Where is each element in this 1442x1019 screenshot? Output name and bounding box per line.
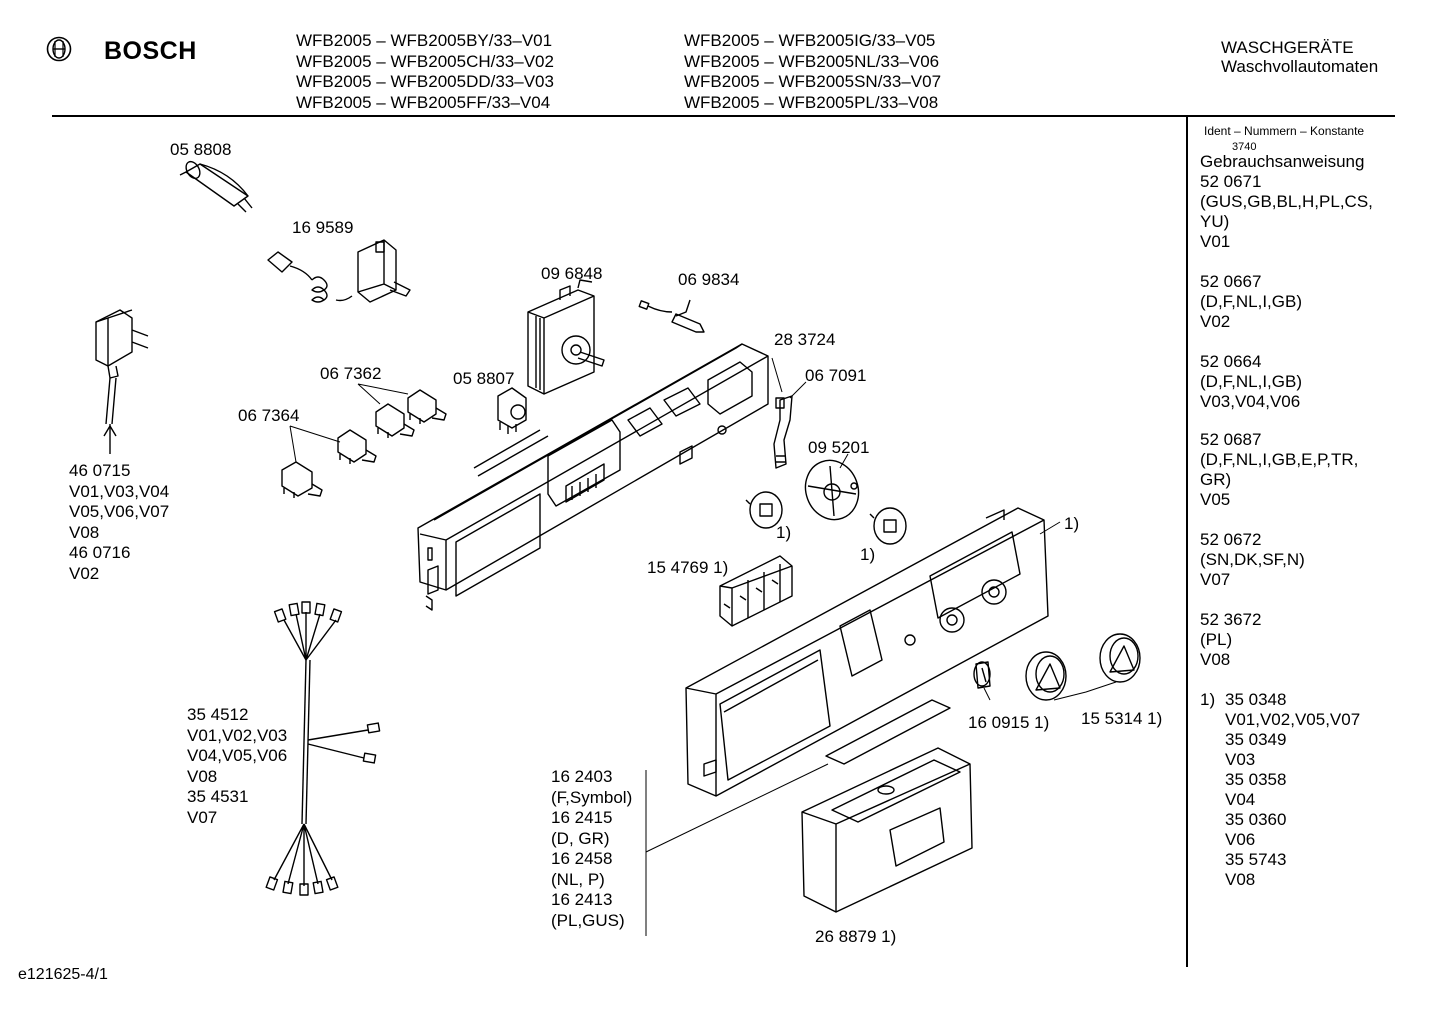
- part-label: 15 5314 1): [1081, 709, 1163, 728]
- model-line: WFB2005 – WFB2005CH/33–V02: [296, 51, 554, 71]
- part-label: 28 3724: [774, 330, 836, 349]
- manual-label: Gebrauchsanweisung: [1200, 152, 1365, 171]
- model-list-right: WFB2005 – WFB2005IG/33–V05 WFB2005 – WFB…: [684, 31, 941, 113]
- sidebar-divider: [1186, 117, 1188, 967]
- program-knob-part: [1025, 651, 1067, 701]
- model-line: WFB2005 – WFB2005FF/33–V04: [296, 92, 551, 112]
- part-label: 05 8808: [170, 140, 232, 159]
- model-list-left: WFB2005 – WFB2005BY/33–V01 WFB2005 – WFB…: [296, 31, 554, 113]
- part-label: 16 2403 (F,Symbol) 16 2415 (D, GR) 16 24…: [551, 767, 633, 930]
- footnote-marker: 1): [1200, 690, 1216, 709]
- model-line: WFB2005 – WFB2005BY/33–V01: [296, 31, 553, 50]
- category-subtitle: Waschvollautomaten: [1221, 57, 1379, 76]
- symbol-strip-part: [825, 699, 951, 765]
- part-label: 06 7091: [805, 366, 867, 385]
- detergent-drawer-part: [801, 747, 973, 913]
- part-label: 35 4512 V01,V02,V03 V04,V05,V06 V08 35 4…: [187, 705, 288, 827]
- capacitor-part: [179, 160, 253, 213]
- footnote-ref: 1): [776, 523, 792, 542]
- program-knob-part: [1099, 633, 1141, 683]
- exploded-diagram: [95, 160, 1141, 936]
- model-line: WFB2005 – WFB2005PL/33–V08: [684, 92, 939, 112]
- switch-part: [281, 461, 323, 498]
- leader-lines: [289, 357, 1117, 936]
- document-id: e121625-4/1: [18, 966, 108, 983]
- model-line: WFB2005 – WFB2005IG/33–V05: [684, 31, 936, 50]
- manual-entry: 52 0664 (D,F,NL,I,GB) V03,V04,V06: [1200, 352, 1303, 411]
- part-label: 46 0715 V01,V03,V04 V05,V06,V07 V08 46 0…: [69, 461, 170, 583]
- part-label: 16 0915 1): [968, 713, 1050, 732]
- category-title: WASCHGERÄTE: [1221, 38, 1354, 57]
- ident-code: 3740: [1232, 141, 1257, 153]
- model-line: WFB2005 – WFB2005NL/33–V06: [684, 51, 940, 71]
- switch-part: [407, 389, 447, 424]
- part-label: 26 8879 1): [815, 927, 897, 946]
- front-panel-part: [685, 507, 1049, 797]
- footnote-ref: 1): [1064, 514, 1080, 533]
- bosch-armature-icon: [46, 36, 72, 62]
- manual-entry: 52 0687 (D,F,NL,I,GB,E,P,TR, GR) V05: [1200, 430, 1359, 509]
- header-rule: [52, 115, 1395, 117]
- timer-part: [527, 279, 605, 395]
- manual-entry: 52 0667 (D,F,NL,I,GB) V02: [1200, 272, 1303, 331]
- manual-entry: 52 3672 (PL) V08: [1200, 610, 1262, 669]
- part-label: 09 6848: [541, 264, 603, 283]
- footnote-list: 35 0348 V01,V02,V05,V07 35 0349 V03 35 0…: [1225, 690, 1361, 889]
- switch-part: [375, 403, 415, 438]
- part-label: 09 5201: [808, 438, 870, 457]
- part-label: 05 8807: [453, 369, 515, 388]
- switch-part: [337, 429, 377, 464]
- ident-title: Ident – Nummern – Konstante: [1204, 124, 1365, 138]
- model-line: WFB2005 – WFB2005DD/33–V03: [296, 72, 554, 91]
- model-line: WFB2005 – WFB2005SN/33–V07: [684, 72, 942, 91]
- category: WASCHGERÄTE Waschvollautomaten: [1221, 38, 1378, 76]
- push-buttons-part: [719, 555, 793, 627]
- potentiometer-part: [497, 387, 527, 434]
- console-frame-part: [417, 343, 769, 611]
- manual-entry: 52 0671 (GUS,GB,BL,H,PL,CS, YU) V01: [1200, 172, 1373, 251]
- thermostat-part: [267, 239, 411, 303]
- sensor-part: [638, 299, 705, 333]
- knob-adapter-part: [804, 459, 860, 521]
- manual-entry: 52 0672 (SN,DK,SF,N) V07: [1200, 530, 1305, 589]
- brand-name: BOSCH: [104, 37, 197, 65]
- bosch-logo: [46, 36, 72, 62]
- part-label: 06 7364: [238, 406, 300, 425]
- holder-part: [773, 395, 793, 469]
- small-knob-part: [973, 661, 991, 689]
- part-label: 16 9589: [292, 218, 354, 237]
- part-label: 06 7362: [320, 364, 382, 383]
- footnote-ref: 1): [860, 545, 876, 564]
- wire-harness-part: [265, 601, 381, 896]
- part-label: 06 9834: [678, 270, 740, 289]
- knob-adapter-part: [869, 507, 907, 545]
- power-cable-part: [95, 309, 149, 454]
- part-label: 15 4769 1): [647, 558, 729, 577]
- knob-adapter-part: [745, 491, 783, 529]
